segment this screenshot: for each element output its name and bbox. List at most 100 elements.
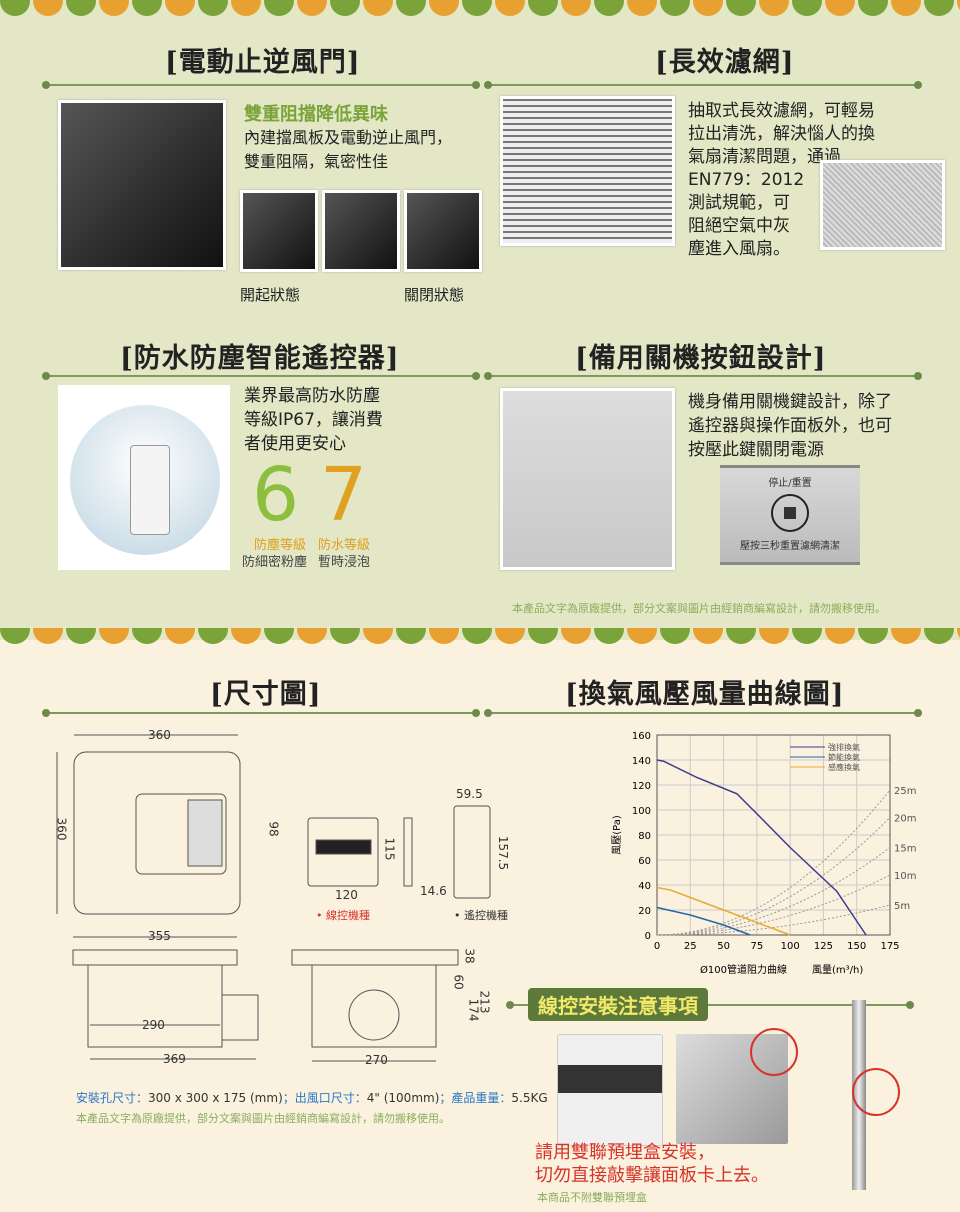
scallop-dot bbox=[561, 0, 591, 16]
divider bbox=[484, 81, 922, 89]
dim-14-6: 14.6 bbox=[420, 884, 447, 898]
scallop-dot bbox=[957, 0, 960, 16]
scallop-dot bbox=[528, 0, 558, 16]
duct-curve-label: 10m bbox=[894, 871, 916, 882]
panel-bottom-label: 壓按三秒重置濾網清潔 bbox=[740, 541, 840, 552]
filter-mesh-photo bbox=[820, 160, 945, 250]
remote-in-water-photo bbox=[58, 385, 230, 570]
y-tick-label: 80 bbox=[638, 831, 651, 842]
section-title-dimensions: [尺寸圖] bbox=[210, 679, 322, 710]
spec-value-hole: 300 x 300 x 175 (mm) bbox=[148, 1091, 283, 1105]
warning-line: 切勿直接敲擊讓面板卡上去。 bbox=[535, 1165, 769, 1186]
scallop-dot bbox=[627, 628, 657, 644]
damper-text: 雙重阻隔，氣密性佳 bbox=[244, 152, 389, 171]
scallop-dot bbox=[660, 0, 690, 16]
duct-curve-label: 20m bbox=[894, 814, 916, 825]
scallop-dot bbox=[198, 0, 228, 16]
scallop-dot bbox=[462, 628, 492, 644]
scallop-dot bbox=[66, 0, 96, 16]
legend-label: 感應換氣 bbox=[828, 762, 860, 772]
section-title-filter: [長效濾網] bbox=[655, 47, 795, 78]
scallop-dot bbox=[330, 0, 360, 16]
wired-controller-photo bbox=[557, 1034, 663, 1146]
scallop-dot bbox=[792, 628, 822, 644]
filter-text: EN779：2012 bbox=[688, 170, 805, 190]
panel-top-label: 停止/重置 bbox=[768, 478, 812, 489]
damper-subtitle: 雙重阻擋降低異味 bbox=[244, 104, 388, 125]
scallop-border-top bbox=[0, 0, 960, 22]
highlight-circle bbox=[750, 1028, 798, 1076]
warning-line: 請用雙聯預埋盒安裝， bbox=[535, 1142, 715, 1163]
duct-resistance-curve bbox=[656, 904, 891, 936]
filter-text: 塵進入風扇。 bbox=[688, 239, 790, 259]
scallop-dot bbox=[924, 0, 954, 16]
scallop-dot bbox=[264, 0, 294, 16]
button-text: 遙控器與操作面板外，也可 bbox=[688, 416, 892, 436]
spec-value-outlet: 4" (100mm) bbox=[366, 1091, 440, 1105]
spec-label-weight: ；產品重量： bbox=[439, 1091, 512, 1105]
dim-360-height: 360 bbox=[54, 817, 69, 841]
scallop-dot bbox=[759, 0, 789, 16]
scallop-dot bbox=[693, 628, 723, 644]
dim-98: 98 bbox=[266, 821, 281, 837]
filter-photo bbox=[500, 96, 675, 246]
stop-reset-panel: 停止/重置 壓按三秒重置濾網清潔 bbox=[720, 465, 860, 565]
scallop-border-middle bbox=[0, 628, 960, 650]
dim-355: 355 bbox=[148, 929, 171, 943]
dust-level-label: 防塵等級 bbox=[254, 538, 307, 553]
scallop-dot bbox=[198, 628, 228, 644]
series-line bbox=[656, 759, 867, 936]
scallop-dot bbox=[594, 628, 624, 644]
y-tick-label: 60 bbox=[638, 856, 651, 867]
dim-115: 115 bbox=[382, 837, 397, 861]
series-line bbox=[656, 886, 791, 936]
y-tick-label: 120 bbox=[632, 781, 651, 792]
damper-open-photo bbox=[240, 190, 318, 272]
install-note: 本商品不附雙聯預埋盒 bbox=[537, 1191, 647, 1204]
remote-text: 等級IP67，讓消費 bbox=[244, 410, 383, 430]
caption-open: 開起狀態 bbox=[240, 286, 301, 304]
filter-text: 拉出清洗，解決惱人的換 bbox=[688, 124, 875, 144]
duct-legend-label: Ø100管道阻力曲線 bbox=[700, 963, 787, 976]
scallop-dot bbox=[858, 628, 888, 644]
scallop-dot bbox=[33, 628, 63, 644]
x-tick-label: 175 bbox=[880, 941, 899, 952]
scallop-dot bbox=[627, 0, 657, 16]
install-notice-title: 線控安裝注意事項 bbox=[528, 988, 708, 1021]
scallop-dot bbox=[132, 628, 162, 644]
scallop-dot bbox=[495, 0, 525, 16]
scallop-dot bbox=[396, 628, 426, 644]
y-axis-label: 風壓(Pa) bbox=[611, 815, 623, 855]
scallop-dot bbox=[726, 0, 756, 16]
duct-curve-label: 5m bbox=[894, 901, 910, 912]
scallop-dot bbox=[363, 0, 393, 16]
damper-text: 內建擋風板及電動逆止風門， bbox=[244, 128, 453, 147]
highlight-circle bbox=[852, 1068, 900, 1116]
duct-resistance-curve bbox=[656, 874, 891, 936]
section-title-damper: [電動止逆風門] bbox=[165, 47, 361, 78]
spec-label-hole: 安裝孔尺寸： bbox=[76, 1091, 149, 1105]
y-tick-label: 100 bbox=[632, 806, 651, 817]
dim-59-5: 59.5 bbox=[456, 787, 483, 801]
legend-label: 節能換氣 bbox=[828, 752, 860, 762]
disclaimer-bottom: 本產品文字為原廠提供，部分文案與圖片由經銷商編寫設計，請勿搬移使用。 bbox=[76, 1112, 450, 1125]
y-tick-label: 0 bbox=[645, 931, 651, 942]
caption-closed: 關閉狀態 bbox=[404, 286, 465, 304]
filter-text: 抽取式長效濾網，可輕易 bbox=[688, 101, 875, 121]
x-tick-label: 150 bbox=[847, 941, 866, 952]
divider bbox=[42, 372, 480, 380]
scallop-dot bbox=[33, 0, 63, 16]
scallop-dot bbox=[462, 0, 492, 16]
dim-38: 38 bbox=[462, 948, 477, 964]
dim-369: 369 bbox=[163, 1052, 186, 1066]
scallop-dot bbox=[165, 0, 195, 16]
section-title-remote: [防水防塵智能遙控器] bbox=[120, 343, 400, 374]
damper-photo bbox=[58, 100, 226, 270]
button-text: 按壓此鍵關閉電源 bbox=[688, 440, 824, 460]
stop-reset-button-icon bbox=[771, 494, 809, 532]
scallop-dot bbox=[0, 628, 30, 644]
filter-text: 阻絕空氣中灰 bbox=[688, 216, 790, 236]
scallop-dot bbox=[693, 0, 723, 16]
x-axis-label: 風量(m³/h) bbox=[812, 964, 863, 976]
